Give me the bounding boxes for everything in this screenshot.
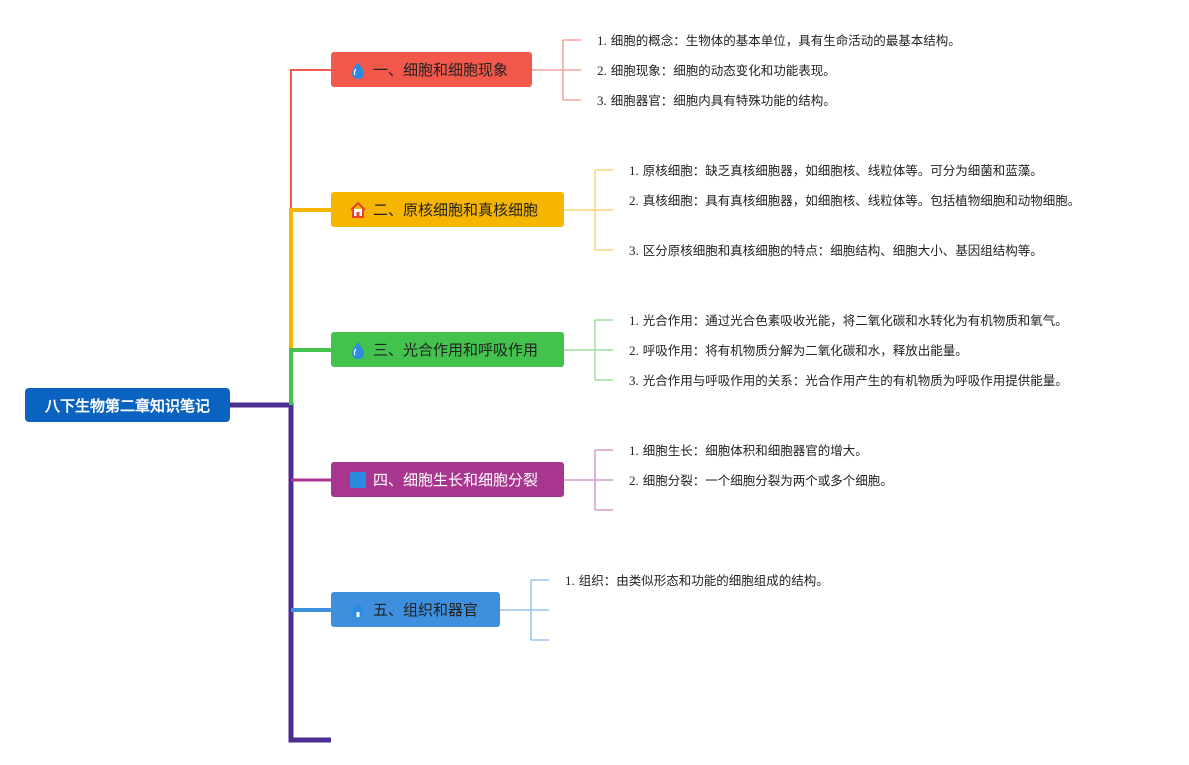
branch-topic-3[interactable]: 三、光合作用和呼吸作用 [331,332,564,367]
list-item: 3.光合作用与呼吸作用的关系：光合作用产生的有机物质为呼吸作用提供能量。 [629,373,1068,388]
list-item: 1.原核细胞：缺乏真核细胞器，如细胞核、线粒体等。可分为细菌和蓝藻。 [629,163,1043,178]
branch-topic-4[interactable]: 四、细胞生长和细胞分裂 [331,462,564,497]
list-item: 1.组织：由类似形态和功能的细胞组成的结构。 [565,573,829,588]
house-icon [349,601,367,619]
list-item: 3.区分原核细胞和真核细胞的特点：细胞结构、细胞大小、基因组结构等。 [629,243,1043,258]
root-topic[interactable]: 八下生物第二章知识笔记 [25,388,230,422]
list-item: 2.真核细胞：具有真核细胞器，如细胞核、线粒体等。包括植物细胞和动物细胞。 [629,193,1081,208]
list-item: 1.光合作用：通过光合色素吸收光能，将二氧化碳和水转化为有机物质和氧气。 [629,313,1068,328]
branch-title: 三、光合作用和呼吸作用 [373,342,539,359]
trunk-line [230,402,331,743]
branch-5-subconnectors [500,579,549,641]
branch-2-subconnectors [564,169,613,251]
list-item: 2.细胞现象：细胞的动态变化和功能表现。 [597,63,836,78]
branch-3-line [289,348,331,405]
list-item: 2.细胞分裂：一个细胞分裂为两个或多个细胞。 [629,473,893,488]
branch-2-line [289,208,331,405]
branch-1-subconnectors [532,39,581,101]
water-drop-icon [349,341,367,359]
branch-title: 一、细胞和细胞现象 [373,62,509,79]
list-item: 3.细胞器官：细胞内具有特殊功能的结构。 [597,93,836,108]
branch-topic-2[interactable]: 二、原核细胞和真核细胞 [331,192,564,227]
branch-4-subconnectors [564,449,613,511]
list-item: 2.呼吸作用：将有机物质分解为二氧化碳和水，释放出能量。 [629,343,968,358]
branch-1-line [290,69,331,405]
branch-title: 五、组织和器官 [373,602,479,619]
branch-topic-1[interactable]: 一、细胞和细胞现象 [331,52,532,87]
house-icon [349,201,367,219]
flag-icon [349,471,367,489]
branch-topic-5[interactable]: 五、组织和器官 [331,592,500,627]
branch-title: 二、原核细胞和真核细胞 [373,202,539,219]
water-drop-icon [349,61,367,79]
branch-title: 四、细胞生长和细胞分裂 [373,472,539,489]
root-title: 八下生物第二章知识笔记 [44,397,210,415]
list-item: 1.细胞生长：细胞体积和细胞器官的增大。 [629,443,868,458]
list-item: 1.细胞的概念：生物体的基本单位，具有生命活动的最基本结构。 [597,33,961,48]
branch-3-subconnectors [564,319,613,381]
